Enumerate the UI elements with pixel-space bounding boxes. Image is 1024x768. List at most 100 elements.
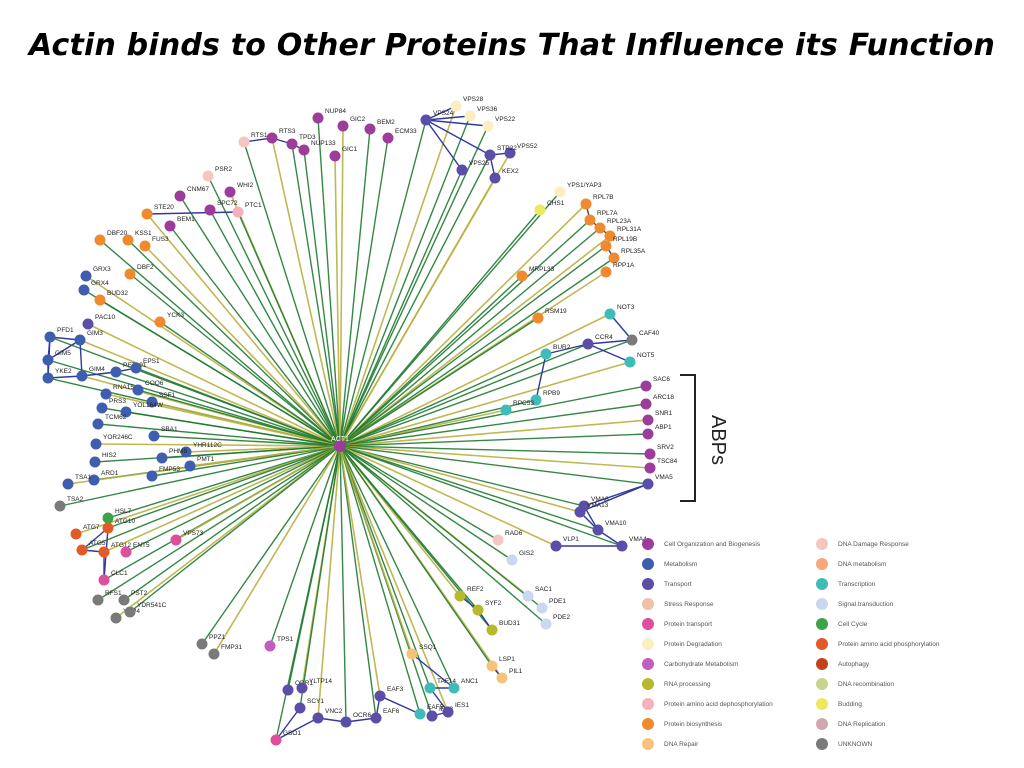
node-ydr541c[interactable]: YDR541C xyxy=(124,602,167,618)
node-vlp1[interactable]: VLP1 xyxy=(550,536,580,552)
node-gso1[interactable]: GSO1 xyxy=(270,730,302,746)
node-pde1[interactable]: PDE1 xyxy=(536,598,567,614)
node-rts3[interactable]: RTS3 xyxy=(266,128,296,144)
node-tsa2[interactable]: TSA2 xyxy=(54,496,84,512)
node-yck3[interactable]: YCK3 xyxy=(154,312,185,328)
node-whi2[interactable]: WHI2 xyxy=(224,182,254,198)
node-tsa1[interactable]: TSA1 xyxy=(62,474,92,490)
node-vps73[interactable]: VPS73 xyxy=(170,530,204,546)
node-gic1[interactable]: GIC1 xyxy=(329,146,358,162)
node-yke2[interactable]: YKE2 xyxy=(42,368,73,384)
node-vps22[interactable]: VPS22 xyxy=(482,116,516,132)
node-pfd1[interactable]: PFD1 xyxy=(44,327,75,343)
node-rsm19[interactable]: RSM19 xyxy=(532,308,568,324)
node-atg7[interactable]: ATG7 xyxy=(70,524,100,540)
node-bur2[interactable]: BUR2 xyxy=(540,344,571,360)
node-not3[interactable]: NOT3 xyxy=(604,304,635,320)
node-atg10[interactable]: ATG10 xyxy=(102,518,136,534)
node-rpl7b[interactable]: RPL7B xyxy=(580,194,614,210)
node-prs3[interactable]: PRS3 xyxy=(96,398,127,414)
node-gim3[interactable]: GIM3 xyxy=(74,330,104,346)
node-yhr112c[interactable]: YHR112C xyxy=(180,442,223,458)
node-ste20[interactable]: STE20 xyxy=(141,204,175,220)
node-ssf1[interactable]: SSF1 xyxy=(146,392,176,408)
node-gim4[interactable]: GIM4 xyxy=(76,366,106,382)
node-chs1[interactable]: CHS1 xyxy=(534,200,565,216)
node-vps52[interactable]: VPS52 xyxy=(504,143,538,159)
node-ocr6[interactable]: OCR6 xyxy=(340,712,372,728)
node-sac6[interactable]: SAC6 xyxy=(640,376,671,392)
node-his2[interactable]: HIS2 xyxy=(89,452,117,468)
node-srv2[interactable]: SRV2 xyxy=(644,444,675,460)
node-atg5[interactable]: ATG5 xyxy=(76,540,106,556)
node-rad6[interactable]: RAD6 xyxy=(492,530,523,546)
node-pde2[interactable]: PDE2 xyxy=(540,614,571,630)
node-atg12[interactable]: ATG12 xyxy=(98,542,132,558)
node-ent5[interactable]: ENT5 xyxy=(120,542,151,558)
node-pst2[interactable]: PST2 xyxy=(118,590,148,606)
node-eaf5[interactable]: EAF5 xyxy=(414,704,444,720)
node-dbf20[interactable]: DBF20 xyxy=(94,230,128,246)
node-tpd3[interactable]: TPD3 xyxy=(286,134,317,150)
node-rpl35a[interactable]: RPL35A xyxy=(608,248,646,264)
node-rpc53[interactable]: RPC53 xyxy=(500,400,535,416)
node-syf2[interactable]: SYF2 xyxy=(472,600,502,616)
node-kex2[interactable]: KEX2 xyxy=(489,168,520,184)
node-cnm67[interactable]: CNM67 xyxy=(174,186,210,202)
node-vnc2[interactable]: VNC2 xyxy=(312,708,343,724)
node-kss1[interactable]: KSS1 xyxy=(122,230,153,246)
node-rpb9[interactable]: RPB9 xyxy=(530,390,561,406)
node-not5[interactable]: NOT5 xyxy=(624,352,655,368)
node-coq6[interactable]: COQ6 xyxy=(132,380,164,396)
node-vma10[interactable]: VMA10 xyxy=(592,520,627,536)
node-yor246c[interactable]: YOR246C xyxy=(90,434,133,450)
node-eaf6[interactable]: EAF6 xyxy=(370,708,400,724)
node-tcm62[interactable]: TCM62 xyxy=(92,414,127,430)
node-rts1[interactable]: RTS1 xyxy=(238,132,268,148)
node-tps1[interactable]: TPS1 xyxy=(264,636,294,652)
node-pac10[interactable]: PAC10 xyxy=(82,314,116,330)
node-vps28[interactable]: VPS28 xyxy=(450,96,484,112)
node-rpl31a[interactable]: RPL31A xyxy=(604,226,642,242)
node-lsp1[interactable]: LSP1 xyxy=(486,656,516,672)
node-sac1[interactable]: SAC1 xyxy=(522,586,553,602)
node-grx4[interactable]: GRX4 xyxy=(78,280,110,296)
node-ard1[interactable]: ARD1 xyxy=(88,470,119,486)
node-nup84[interactable]: NUP84 xyxy=(312,108,347,124)
node-grx3[interactable]: GRX3 xyxy=(80,266,112,282)
node-ecm33[interactable]: ECM33 xyxy=(382,128,418,144)
node-eps1[interactable]: EPS1 xyxy=(130,358,161,374)
node-pil1[interactable]: PIL1 xyxy=(496,668,523,684)
node-rpl7a[interactable]: RPL7A xyxy=(584,210,619,226)
node-bem2[interactable]: BEM2 xyxy=(364,119,396,135)
node-rfs1[interactable]: RFS1 xyxy=(92,590,123,606)
node-hsl7[interactable]: HSL7 xyxy=(102,508,132,524)
node-bud31[interactable]: BUD31 xyxy=(486,620,521,636)
node-ssq1[interactable]: SSQ1 xyxy=(406,644,437,660)
node-ccr4[interactable]: CCR4 xyxy=(582,334,614,350)
node-gis2[interactable]: GIS2 xyxy=(506,550,535,566)
node-vma13[interactable]: VMA13 xyxy=(574,502,609,518)
node-taf14[interactable]: TAF14 xyxy=(424,678,457,694)
node-fmp53[interactable]: FMP53 xyxy=(146,466,181,482)
node-vps24[interactable]: VPS24 xyxy=(420,110,454,126)
node-rpl19b[interactable]: RPL19B xyxy=(600,236,638,252)
node-spc72[interactable]: SPC72 xyxy=(204,200,238,216)
node-nup133[interactable]: NUP133 xyxy=(298,140,336,156)
node-stp22[interactable]: STP22 xyxy=(484,145,518,161)
node-vps25[interactable]: VPS25 xyxy=(456,160,490,176)
node-yol164w[interactable]: YOL164W xyxy=(120,402,164,418)
node-vma5[interactable]: VMA5 xyxy=(642,474,674,490)
node-yps1/yap3[interactable]: YPS1/YAP3 xyxy=(554,182,602,198)
node-psr2[interactable]: PSR2 xyxy=(202,166,233,182)
hub-node[interactable]: ACT1 xyxy=(331,436,349,452)
node-vma4[interactable]: VMA4 xyxy=(616,536,648,552)
node-mrpl33[interactable]: MRPL33 xyxy=(516,266,555,282)
node-anc1[interactable]: ANC1 xyxy=(448,678,479,694)
node-phm8[interactable]: PHM8 xyxy=(156,448,188,464)
node-bud32[interactable]: BUD32 xyxy=(94,290,129,306)
node-tsc84[interactable]: TSC84 xyxy=(644,458,678,474)
node-yltp14[interactable]: YLTP14 xyxy=(296,678,333,694)
node-bem1[interactable]: BEM1 xyxy=(164,216,196,232)
node-ptc1[interactable]: PTC1 xyxy=(232,202,263,218)
